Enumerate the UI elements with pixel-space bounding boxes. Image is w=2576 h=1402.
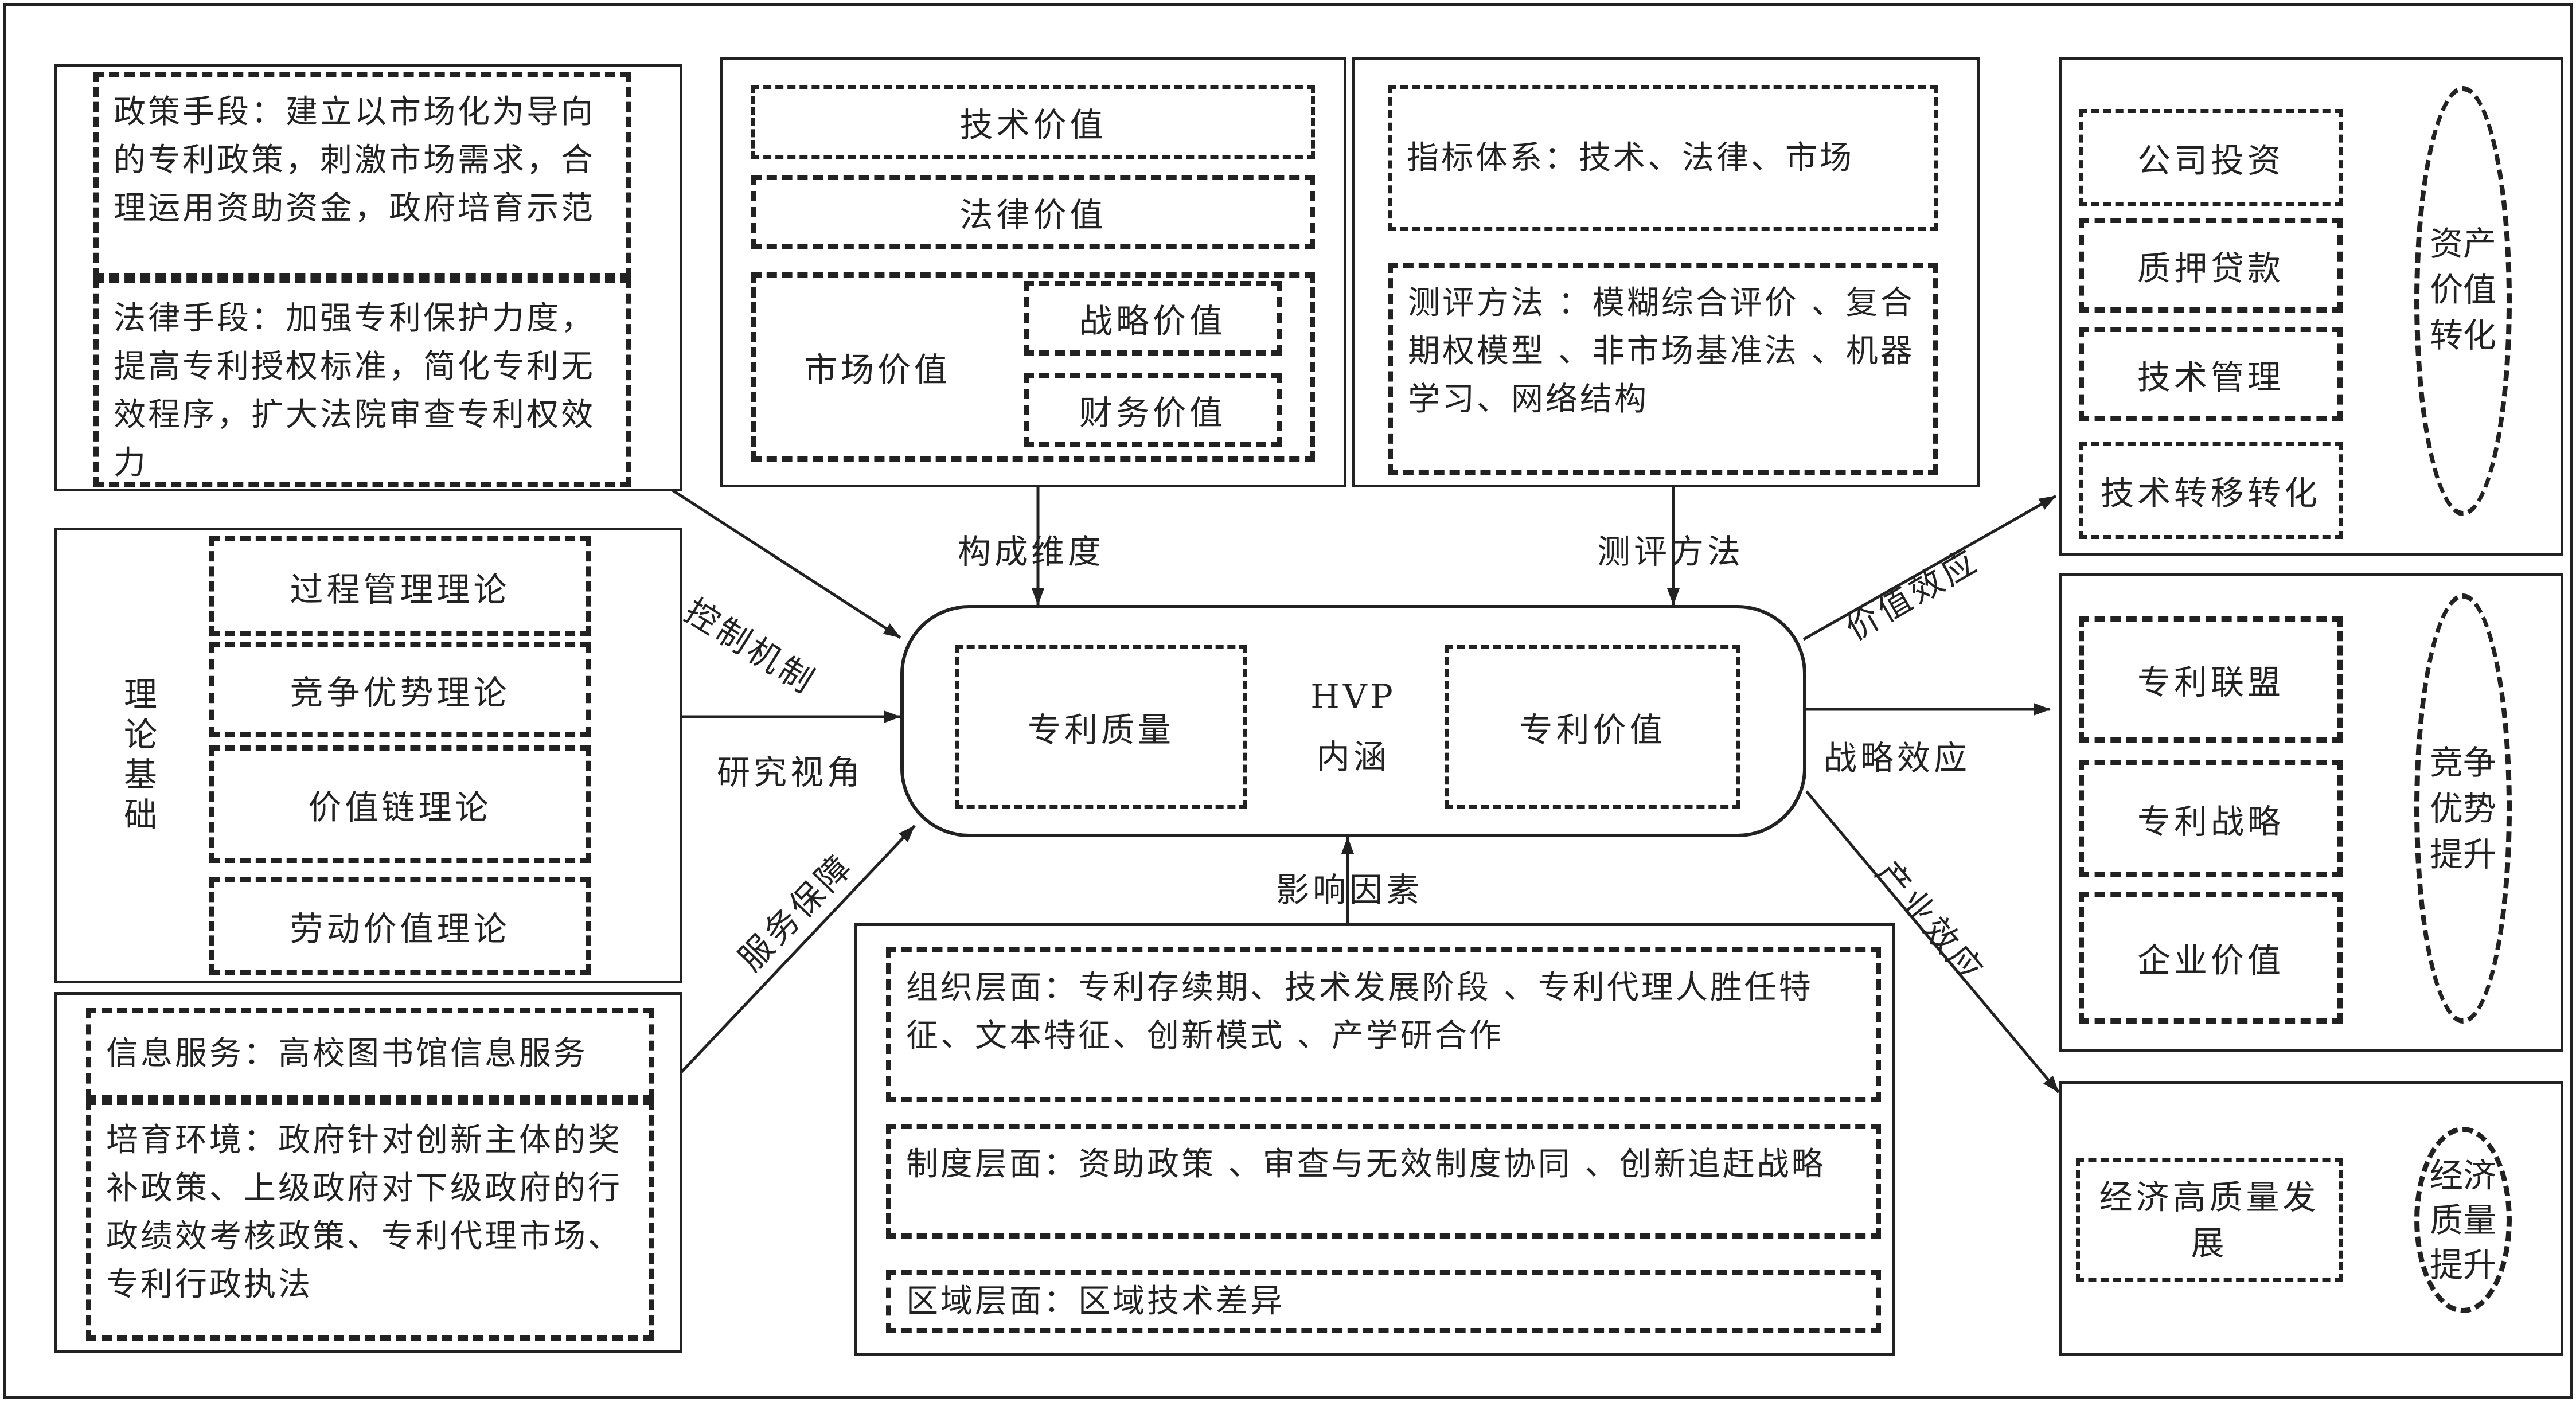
hvp-label: HVP [1310,677,1396,716]
label-influence: 影响因素 [1276,870,1423,909]
policy-means-box: 政策手段：建立以市场化为导向的专利政策，刺激市场需求，合理运用资助资金，政府培育… [93,72,631,278]
theory-item-labor: 劳动价值理论 [209,877,591,975]
arrow-control [667,486,901,639]
label-method: 测评方法 [1597,532,1744,571]
policy-means-text: 政策手段：建立以市场化为导向的专利政策，刺激市场需求，合理运用资助资金，政府培育… [114,93,595,227]
system-level-text: 制度层面：资助政策 、审查与无效制度协同 、创新追赶战略 [906,1146,1826,1183]
info-service-box: 信息服务：高校图书馆信息服务 [86,1008,654,1100]
system-level-box: 制度层面：资助政策 、审查与无效制度协同 、创新追赶战略 [886,1124,1881,1239]
value-legal: 法律价值 [751,175,1315,249]
index-box: 指标体系：技术、法律、市场 [1388,85,1938,231]
econ-result: 经济质量提升 [2429,1155,2496,1284]
theory-item-value-chain: 价值链理论 [209,745,591,863]
comp-item-strategy: 专利战略 [2079,760,2343,877]
index-text: 指标体系：技术、法律、市场 [1407,139,1854,177]
econ-result-ellipse: 经济质量提升 [2414,1127,2512,1313]
asset-result: 资产价值转化 [2429,224,2496,355]
environment-text: 培育环境：政府针对创新主体的奖补政策、上级政府对下级政府的行政绩效考核政策、专利… [106,1122,622,1303]
theory-item-competition: 竞争优势理论 [209,642,591,737]
connotation-label: 内涵 [1316,737,1390,776]
arrow-value-effect [1802,494,2057,641]
comp-item-alliance: 专利联盟 [2079,616,2343,743]
legal-means-box: 法律手段：加强专利保护力度，提高专利授权标准，简化专利无效程序，扩大法院审查专利… [93,278,631,487]
methods-box: 测评方法 ：模糊综合评价 、复合期权模型 、非市场基准法 、机器学习、网络结构 [1388,263,1938,475]
patent-value: 专利价值 [1445,645,1740,809]
patent-quality: 专利质量 [955,645,1247,809]
asset-item-transfer: 技术转移转化 [2079,442,2343,539]
theory-title: 理论基础 [118,677,157,837]
label-research: 研究视角 [717,753,864,792]
org-level-box: 组织层面：专利存续期、技术发展阶段 、专利代理人胜任特征、文本特征、创新模式 、… [886,947,1881,1102]
methods-text: 测评方法 ：模糊综合评价 、复合期权模型 、非市场基准法 、机器学习、网络结构 [1408,284,1915,418]
region-level-text: 区域层面：区域技术差异 [906,1283,1285,1320]
asset-item-tech-mgmt: 技术管理 [2079,327,2343,421]
asset-item-investment: 公司投资 [2079,109,2343,206]
info-service-text: 信息服务：高校图书馆信息服务 [106,1035,588,1072]
legal-means-text: 法律手段：加强专利保护力度，提高专利授权标准，简化专利无效程序，扩大法院审查专利… [114,300,595,482]
asset-item-pledge: 质押贷款 [2079,218,2343,313]
region-level-box: 区域层面：区域技术差异 [886,1270,1881,1333]
label-dimension: 构成维度 [958,532,1105,571]
comp-item-enterprise: 企业价值 [2079,892,2343,1024]
value-market: 市场价值 [803,350,951,389]
arrow-service [680,825,916,1073]
asset-result-ellipse: 资产价值转化 [2414,86,2512,516]
org-level-text: 组织层面：专利存续期、技术发展阶段 、专利代理人胜任特征、文本特征、创新模式 、… [906,969,1813,1055]
theory-item-process: 过程管理理论 [209,536,591,636]
comp-result-ellipse: 竞争优势提升 [2414,593,2512,1024]
value-financial: 财务价值 [1024,373,1282,447]
label-strategy-effect: 战略效应 [1824,739,1971,778]
value-tech: 技术价值 [751,85,1315,159]
econ-item: 经济高质量发展 [2076,1158,2343,1282]
arrow-industry-effect [1805,790,2060,1094]
comp-result: 竞争优势提升 [2429,743,2496,874]
environment-box: 培育环境：政府针对创新主体的奖补政策、上级政府对下级政府的行政绩效考核政策、专利… [86,1100,654,1341]
value-strategic: 战略价值 [1024,281,1282,356]
